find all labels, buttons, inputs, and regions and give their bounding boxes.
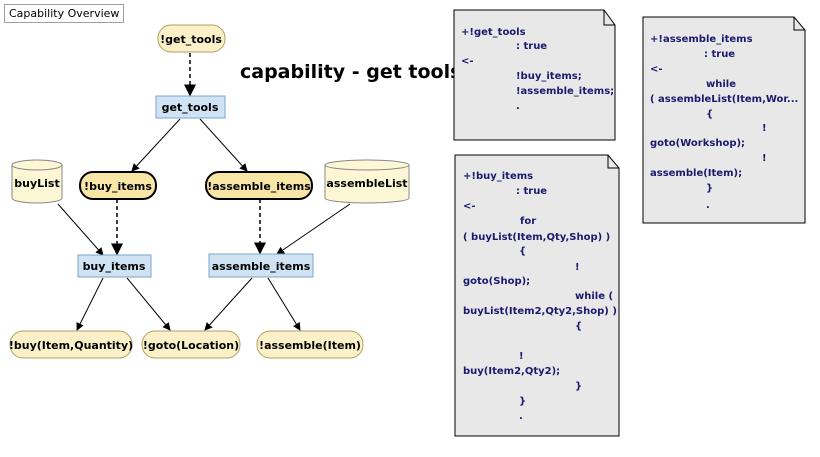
svg-text:!: ! xyxy=(519,351,524,362)
action-node-buy[interactable]: !buy(Item,Quantity) xyxy=(9,330,133,359)
svg-text:{: { xyxy=(575,321,582,332)
svg-text:!goto(Location): !goto(Location) xyxy=(143,339,239,352)
svg-text:: true: : true xyxy=(704,49,735,60)
code-note-get-tools: +!get_tools : true <- !buy_items; !assem… xyxy=(453,9,616,141)
plan-node-get-tools[interactable]: get_tools xyxy=(155,95,226,119)
svg-text:!get_tools: !get_tools xyxy=(160,33,222,46)
action-node-goto[interactable]: !goto(Location) xyxy=(141,330,241,359)
capability-overview-tab[interactable]: Capability Overview xyxy=(4,4,125,23)
svg-text:.: . xyxy=(519,411,523,422)
svg-text:buyList(Item2,Qty2,Shop) ): buyList(Item2,Qty2,Shop) ) xyxy=(463,306,617,317)
plan-node-buy-items[interactable]: buy_items xyxy=(77,254,152,278)
svg-text:+!get_tools: +!get_tools xyxy=(461,27,526,38)
svg-text:}: } xyxy=(519,396,526,407)
svg-text:assemble(Item);: assemble(Item); xyxy=(650,168,742,179)
svg-text:( assembleList(Item,Wor...: ( assembleList(Item,Wor... xyxy=(650,94,798,105)
svg-text:while (: while ( xyxy=(575,291,613,302)
svg-text:!: ! xyxy=(762,153,767,164)
svg-text:( buyList(Item,Qty,Shop) ): ( buyList(Item,Qty,Shop) ) xyxy=(463,232,610,243)
edge-buylist-to-plan xyxy=(57,203,104,256)
svg-text:: true: : true xyxy=(516,186,547,197)
svg-text:get_tools: get_tools xyxy=(162,101,219,114)
belief-node-buylist[interactable]: buyList xyxy=(11,159,63,204)
svg-text:!assemble_items;: !assemble_items; xyxy=(516,86,614,97)
svg-text:!assemble(Item): !assemble(Item) xyxy=(259,339,361,352)
svg-text:{: { xyxy=(519,246,526,257)
svg-text:+!assemble_items: +!assemble_items xyxy=(650,34,753,45)
svg-text:goto(Shop);: goto(Shop); xyxy=(463,276,530,287)
svg-text:+!buy_items: +!buy_items xyxy=(463,171,533,182)
svg-text:goto(Workshop);: goto(Workshop); xyxy=(650,138,745,149)
action-node-assemble[interactable]: !assemble(Item) xyxy=(256,330,364,359)
svg-text:assemble_items: assemble_items xyxy=(212,260,311,273)
code-note-buy-items: +!buy_items : true <- for ( buyList(Item… xyxy=(454,154,620,437)
svg-text:}: } xyxy=(706,183,713,194)
goal-node-buy-items[interactable]: !buy_items xyxy=(79,171,157,200)
svg-text:!assemble_items: !assemble_items xyxy=(207,180,311,193)
svg-text:<-: <- xyxy=(463,201,476,212)
code-note-assemble-items: +!assemble_items : true <- while ( assem… xyxy=(642,16,806,224)
svg-text:<-: <- xyxy=(650,64,663,75)
diagram-heading: capability - get tools xyxy=(240,61,461,83)
svg-text:<-: <- xyxy=(461,56,474,67)
svg-text:buy_items: buy_items xyxy=(83,260,146,273)
svg-text:.: . xyxy=(706,200,710,211)
edge-assemblelist-to-plan xyxy=(276,203,351,255)
svg-text:while: while xyxy=(706,79,736,90)
svg-text:{: { xyxy=(706,109,713,120)
svg-text:!buy_items;: !buy_items; xyxy=(516,71,582,82)
edges xyxy=(57,53,351,331)
edge-assemble-plan-to-goto xyxy=(204,277,253,331)
svg-text:!buy_items: !buy_items xyxy=(84,180,152,193)
svg-text:}: } xyxy=(575,381,582,392)
svg-text:for: for xyxy=(520,216,536,227)
edge-buy-plan-to-buy xyxy=(76,277,104,331)
svg-text:!buy(Item,Quantity): !buy(Item,Quantity) xyxy=(9,339,133,352)
belief-node-assemblelist[interactable]: assembleList xyxy=(324,159,410,204)
svg-text:!: ! xyxy=(762,123,767,134)
svg-text:.: . xyxy=(516,101,520,112)
plan-node-assemble-items[interactable]: assemble_items xyxy=(208,253,314,278)
goal-node-get-tools[interactable]: !get_tools xyxy=(157,24,226,53)
goal-node-assemble-items[interactable]: !assemble_items xyxy=(205,171,313,200)
svg-text:!: ! xyxy=(575,262,580,273)
edge-buy-plan-to-goto xyxy=(126,277,171,331)
edge-plan-to-assemble-items-goal xyxy=(199,118,248,172)
edge-plan-to-buy-items-goal xyxy=(131,118,181,172)
svg-text:buyList: buyList xyxy=(14,177,59,190)
svg-text:assembleList: assembleList xyxy=(326,177,407,190)
edge-assemble-plan-to-assemble xyxy=(267,277,301,331)
svg-text:: true: : true xyxy=(516,41,547,52)
svg-text:buy(Item2,Qty2);: buy(Item2,Qty2); xyxy=(463,366,560,377)
